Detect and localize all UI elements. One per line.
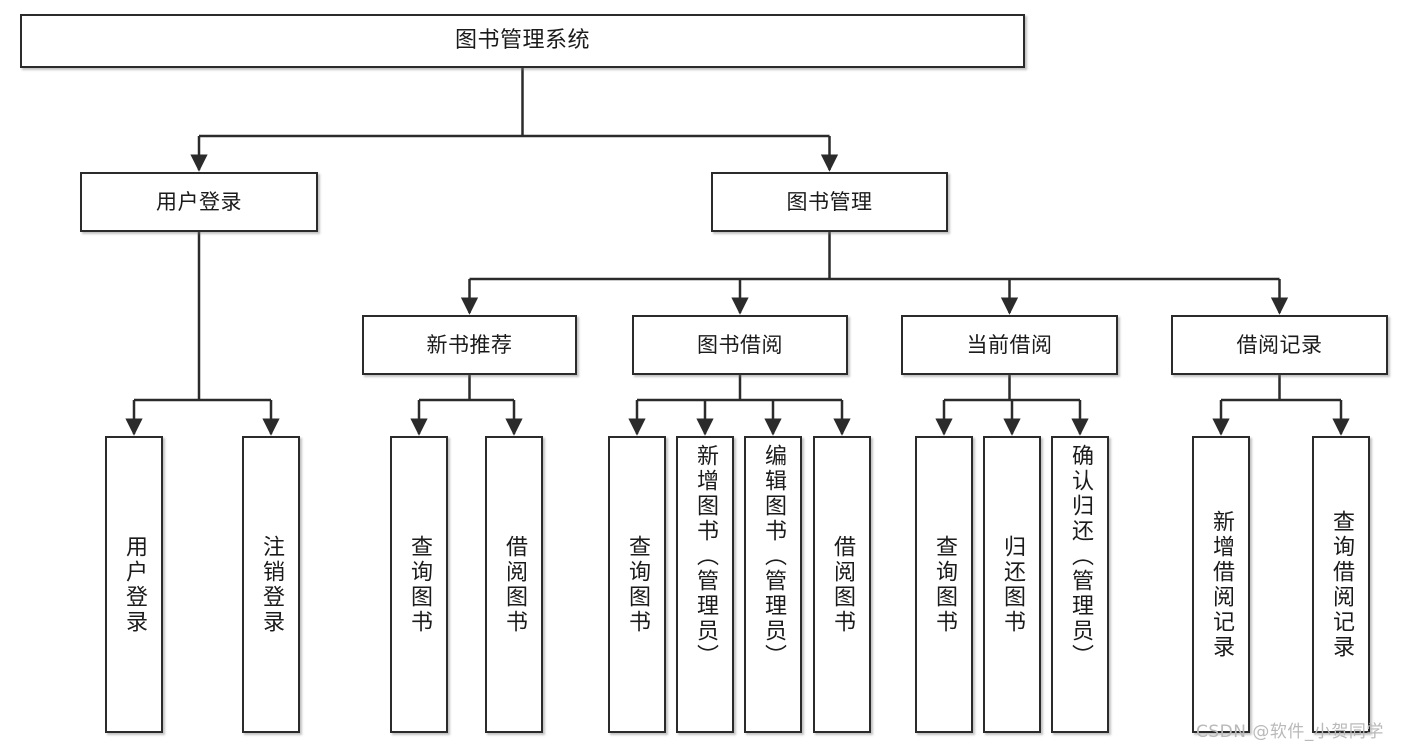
node-new-book-rec[interactable]: 新书推荐 xyxy=(362,315,577,375)
node-leaf-query-book-cur[interactable]: 查询图书 xyxy=(915,436,973,733)
node-leaf-query-book-rec[interactable]: 查询图书 xyxy=(390,436,448,733)
node-label: 注销登录 xyxy=(259,534,284,635)
node-leaf-return-book[interactable]: 归还图书 xyxy=(983,436,1041,733)
node-root[interactable]: 图书管理系统 xyxy=(20,14,1025,68)
node-label: 借阅图书 xyxy=(830,534,855,635)
node-book-manage[interactable]: 图书管理 xyxy=(711,172,948,232)
node-leaf-edit-book[interactable]: 编辑图书（管理员） xyxy=(744,436,802,733)
node-leaf-add-record[interactable]: 新增借阅记录 xyxy=(1192,436,1250,733)
node-label: 图书管理 xyxy=(786,189,873,214)
node-label: 新增借阅记录 xyxy=(1209,509,1234,660)
node-leaf-borrow-book-rec[interactable]: 借阅图书 xyxy=(485,436,543,733)
node-label: 新增图书（管理员） xyxy=(693,444,718,669)
node-user-login[interactable]: 用户登录 xyxy=(80,172,318,232)
node-book-borrow[interactable]: 图书借阅 xyxy=(632,315,848,375)
node-leaf-user-login[interactable]: 用户登录 xyxy=(105,436,163,733)
node-leaf-add-book[interactable]: 新增图书（管理员） xyxy=(676,436,734,733)
node-label: 查询图书 xyxy=(407,534,432,635)
watermark: CSDN @软件_小贺同学 xyxy=(1196,722,1384,742)
node-label: 图书借阅 xyxy=(697,332,783,357)
node-label: 新书推荐 xyxy=(426,332,513,357)
node-label: 借阅图书 xyxy=(502,534,527,635)
node-current-borrow[interactable]: 当前借阅 xyxy=(901,315,1118,375)
node-leaf-logout[interactable]: 注销登录 xyxy=(242,436,300,733)
node-label: 图书管理系统 xyxy=(454,28,590,54)
node-label: 查询借阅记录 xyxy=(1329,509,1354,660)
node-leaf-confirm-return[interactable]: 确认归还（管理员） xyxy=(1051,436,1109,733)
node-label: 归还图书 xyxy=(1000,534,1025,635)
node-label: 确认归还（管理员） xyxy=(1068,444,1093,669)
node-label: 编辑图书（管理员） xyxy=(761,444,786,669)
node-label: 借阅记录 xyxy=(1236,332,1323,357)
node-label: 查询图书 xyxy=(932,534,957,635)
node-leaf-query-record[interactable]: 查询借阅记录 xyxy=(1312,436,1370,733)
node-leaf-query-book[interactable]: 查询图书 xyxy=(608,436,666,733)
node-label: 查询图书 xyxy=(625,534,650,635)
node-label: 用户登录 xyxy=(122,534,147,635)
node-leaf-borrow-book[interactable]: 借阅图书 xyxy=(813,436,871,733)
node-label: 用户登录 xyxy=(156,189,242,214)
node-label: 当前借阅 xyxy=(966,332,1053,357)
node-borrow-record[interactable]: 借阅记录 xyxy=(1171,315,1388,375)
